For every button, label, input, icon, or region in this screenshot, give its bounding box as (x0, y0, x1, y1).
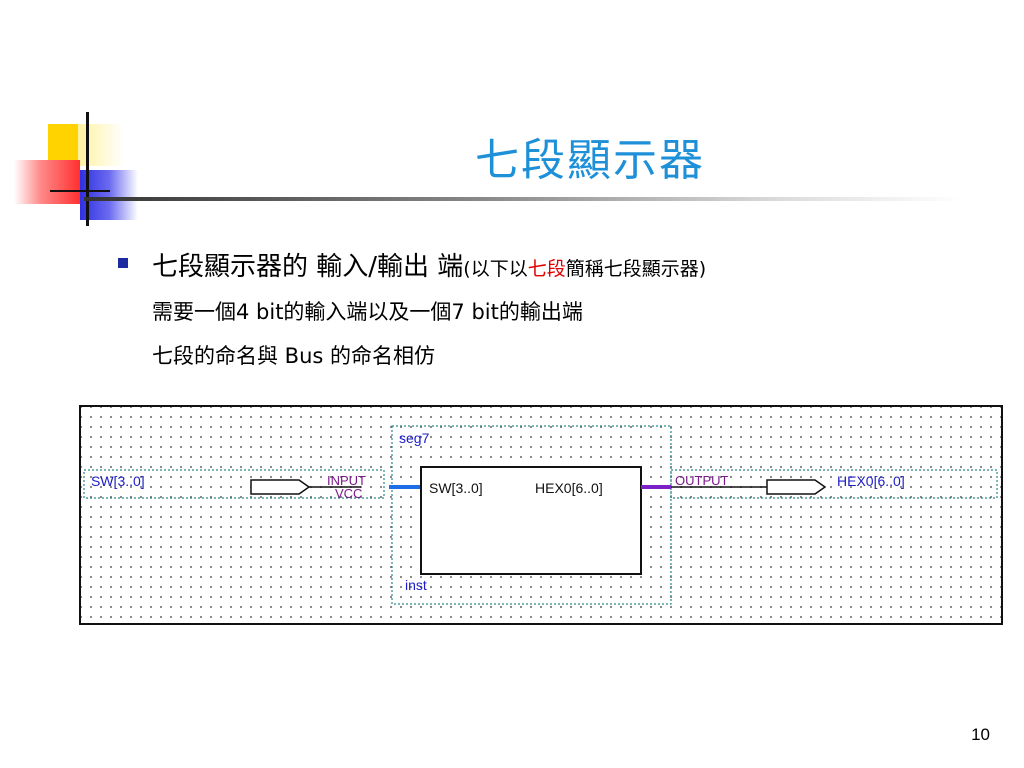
schematic-diagram: SW[3..0] INPUT VCC seg7 inst SW[3..0] HE… (79, 405, 1003, 625)
block-outline (391, 425, 672, 605)
bullet-square-icon (118, 258, 128, 268)
bullet-paren-open: (以下以 (463, 258, 528, 280)
output-pin-type: OUTPUT (675, 473, 729, 488)
decor-red-square (14, 160, 80, 204)
bullet-line-2: 需要一個4 bit的輸入端以及一個7 bit的輸出端 (152, 300, 583, 324)
slide-title: 七段顯示器 (475, 135, 705, 186)
bullet-main-text: 七段顯示器的 輸入/輸出 端 (152, 252, 464, 282)
bullet-paren-highlight: 七段 (527, 258, 566, 280)
block-input-port: SW[3..0] (429, 480, 483, 496)
decor-vertical-line (86, 112, 89, 226)
decor-yellow-square (48, 124, 78, 166)
block-output-port: HEX0[6..0] (535, 480, 603, 496)
output-pin-symbol[interactable] (766, 479, 827, 495)
input-pin-type: INPUT (327, 473, 366, 488)
bullet-main: 七段顯示器的 輸入/輸出 端(以下以七段簡稱七段顯示器) (152, 246, 706, 283)
bullet-line-3: 七段的命名與 Bus 的命名相仿 (152, 344, 436, 368)
schematic-graphics (83, 425, 998, 605)
block-instance: inst (405, 577, 427, 593)
block-name: seg7 (399, 430, 430, 446)
page-number: 10 (971, 725, 990, 744)
input-pin-default: VCC (335, 486, 363, 501)
input-pin-name: SW[3..0] (91, 473, 145, 489)
decor-horizontal-line (50, 190, 110, 192)
bullet-paren-close: 簡稱七段顯示器) (565, 258, 707, 280)
seg7-block[interactable] (420, 466, 642, 575)
input-pin-symbol[interactable] (250, 479, 311, 495)
decor-blue-square (80, 170, 138, 220)
input-pin-region (83, 469, 385, 499)
decor-yellow-fade (78, 124, 124, 166)
title-divider (84, 197, 964, 201)
output-pin-name: HEX0[6..0] (837, 473, 905, 489)
